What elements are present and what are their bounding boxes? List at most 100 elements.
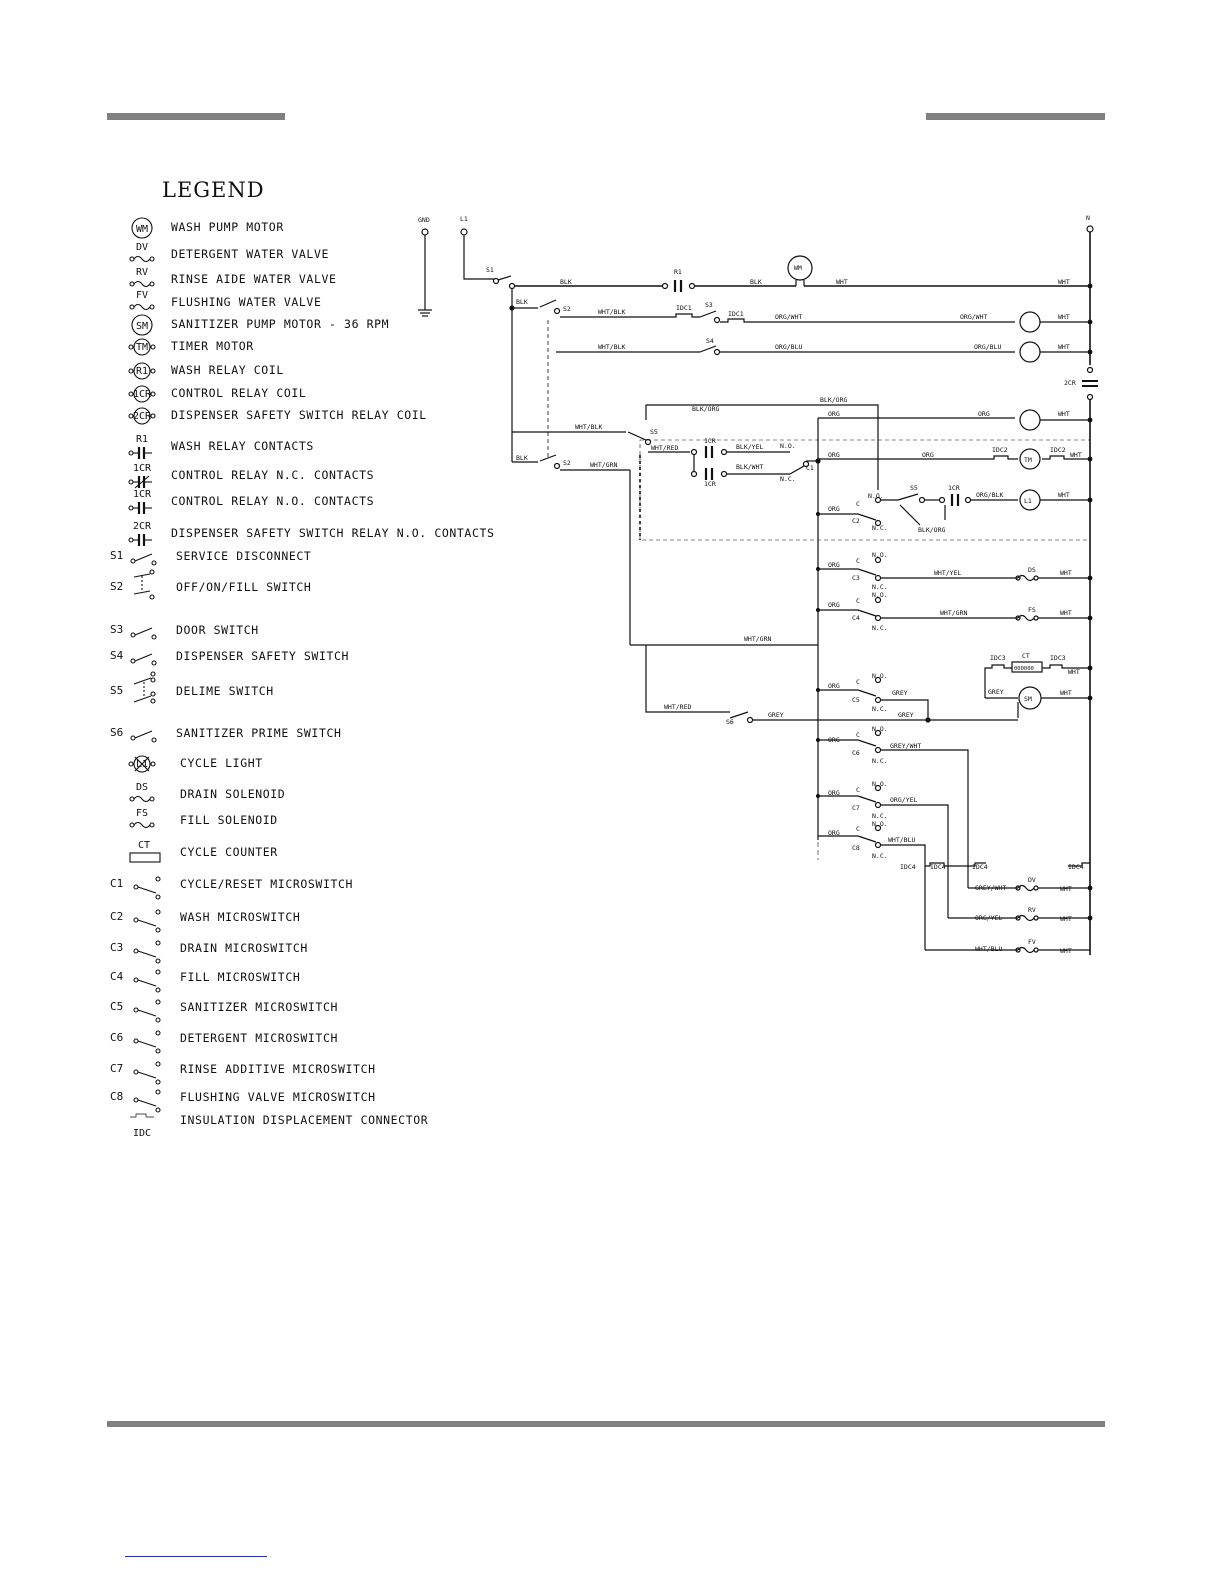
legend-designator: C4: [110, 970, 124, 983]
c8-label: C8: [852, 844, 860, 852]
c-label: C: [856, 678, 860, 686]
wire-label: ORG/WHT: [960, 313, 987, 321]
wire-label: GREY: [768, 711, 784, 719]
legend-description: INSULATION DISPLACEMENT CONNECTOR: [180, 1113, 429, 1127]
legend-symbol-motor-icon: WM: [131, 217, 153, 239]
legend-code: FS: [136, 808, 148, 819]
legend-code: 1CR: [133, 463, 152, 474]
s5-label: S5: [910, 484, 918, 492]
header-rule-right: [926, 113, 1105, 120]
wire-label: ORG: [828, 505, 840, 513]
legend-symbol-micro-icon: [133, 909, 161, 933]
nc-label: N.C.: [780, 475, 796, 483]
no-label: N.O.: [872, 820, 888, 828]
l1-label: L1: [460, 215, 468, 223]
wash-pump-motor: [787, 255, 813, 281]
legend-description: WASH RELAY CONTACTS: [171, 439, 314, 453]
legend-designator: C6: [110, 1031, 124, 1044]
fv-label: FV: [1028, 938, 1036, 946]
wire-label: WHT/BLU: [975, 945, 1002, 953]
no-label: N.O.: [872, 551, 888, 559]
counter-digits: 000000: [1014, 666, 1034, 672]
fs-label: FS: [1028, 606, 1036, 614]
wire-label: GREY: [988, 688, 1004, 696]
wire-label: ORG/YEL: [890, 796, 917, 804]
no-label: N.O.: [780, 442, 796, 450]
legend-symbol-micro-icon: [133, 1030, 161, 1054]
no-label: N.O.: [872, 591, 888, 599]
legend-designator: C3: [110, 941, 124, 954]
wire-label: WHT/BLK: [575, 423, 602, 431]
wire-label: BLK/ORG: [820, 396, 847, 404]
legend-designator: C2: [110, 910, 124, 923]
idc4-label: IDC4: [930, 863, 946, 871]
wire-label: ORG/YEL: [975, 914, 1002, 922]
legend-item: R1 WASH RELAY CONTACTS: [0, 433, 470, 461]
c1-label: C1: [806, 464, 814, 472]
cycle-light: [1019, 409, 1041, 431]
footer-link-underline[interactable]: [125, 1556, 267, 1557]
footer-rule: [107, 1421, 1105, 1427]
c-label: C: [856, 786, 860, 794]
legend-description: RINSE AIDE WATER VALVE: [171, 272, 337, 286]
legend-description: FLUSHING WATER VALVE: [171, 295, 322, 309]
legend-symbol-switch-dpdt-icon: [133, 671, 156, 704]
legend-symbol-micro-icon: [133, 876, 161, 900]
wire-label: BLK/ORG: [692, 405, 719, 413]
legend-description: CONTROL RELAY N.C. CONTACTS: [171, 468, 375, 482]
legend-description: SANITIZER MICROSWITCH: [180, 1000, 338, 1014]
wire-label: ORG: [828, 561, 840, 569]
legend-designator: S2: [110, 580, 124, 593]
1cr-label: 1CR: [704, 437, 716, 445]
legend-symbol-contact-no-icon: R1: [128, 434, 152, 459]
wire-label: BLK: [560, 278, 572, 286]
idc1-label: IDC1: [676, 304, 692, 312]
legend-description: SANITIZER PRIME SWITCH: [176, 726, 342, 740]
legend-description: OFF/ON/FILL SWITCH: [176, 580, 312, 594]
wire-label: GREY/WHT: [975, 884, 1006, 892]
legend-symbol-valve-icon: RV: [129, 267, 155, 288]
legend-code: WM: [136, 224, 148, 235]
legend-description: FILL SOLENOID: [180, 813, 278, 827]
wire-label: ORG: [828, 451, 840, 459]
legend-symbol-switch-icon: [130, 553, 157, 566]
flushing-valve: [1017, 946, 1035, 954]
header-rule-left: [107, 113, 285, 120]
legend-description: CONTROL RELAY N.O. CONTACTS: [171, 494, 375, 508]
idc1-label: IDC1: [728, 310, 744, 318]
legend-description: WASH RELAY COIL: [171, 363, 284, 377]
legend-description: SERVICE DISCONNECT: [176, 549, 312, 563]
c-label: C: [856, 557, 860, 565]
nc-label: N.C.: [872, 524, 888, 532]
wire-label: WHT: [1060, 885, 1072, 893]
c-label: C: [856, 731, 860, 739]
fill-solenoid: [1017, 614, 1035, 622]
legend-description: RINSE ADDITIVE MICROSWITCH: [180, 1062, 376, 1076]
legend-symbol-motor-icon: SM: [131, 314, 153, 336]
nc-label: N.C.: [872, 705, 888, 713]
wire-label: WHT: [1070, 451, 1082, 459]
legend-symbol-coil-icon: TM: [128, 338, 156, 356]
tm-label: TM: [1024, 456, 1032, 464]
legend-description: CYCLE COUNTER: [180, 845, 278, 859]
idc4-label: IDC4: [972, 863, 988, 871]
s5-label: S5: [650, 428, 658, 436]
legend-description: DRAIN MICROSWITCH: [180, 941, 308, 955]
legend-designator: S3: [110, 623, 124, 636]
legend-symbol-coil-icon: 2CR: [128, 407, 156, 425]
nc-label: N.C.: [872, 624, 888, 632]
wire-label: ORG: [828, 682, 840, 690]
timer-motor: [1019, 448, 1041, 470]
detergent-valve: [1017, 884, 1035, 892]
s2-label: S2: [563, 305, 571, 313]
legend-item: FS FILL SOLENOID: [0, 807, 470, 835]
legend-symbol-light-icon: L1: [128, 755, 156, 773]
legend-title: LEGEND: [162, 178, 265, 202]
dv-label: DV: [1028, 876, 1036, 884]
